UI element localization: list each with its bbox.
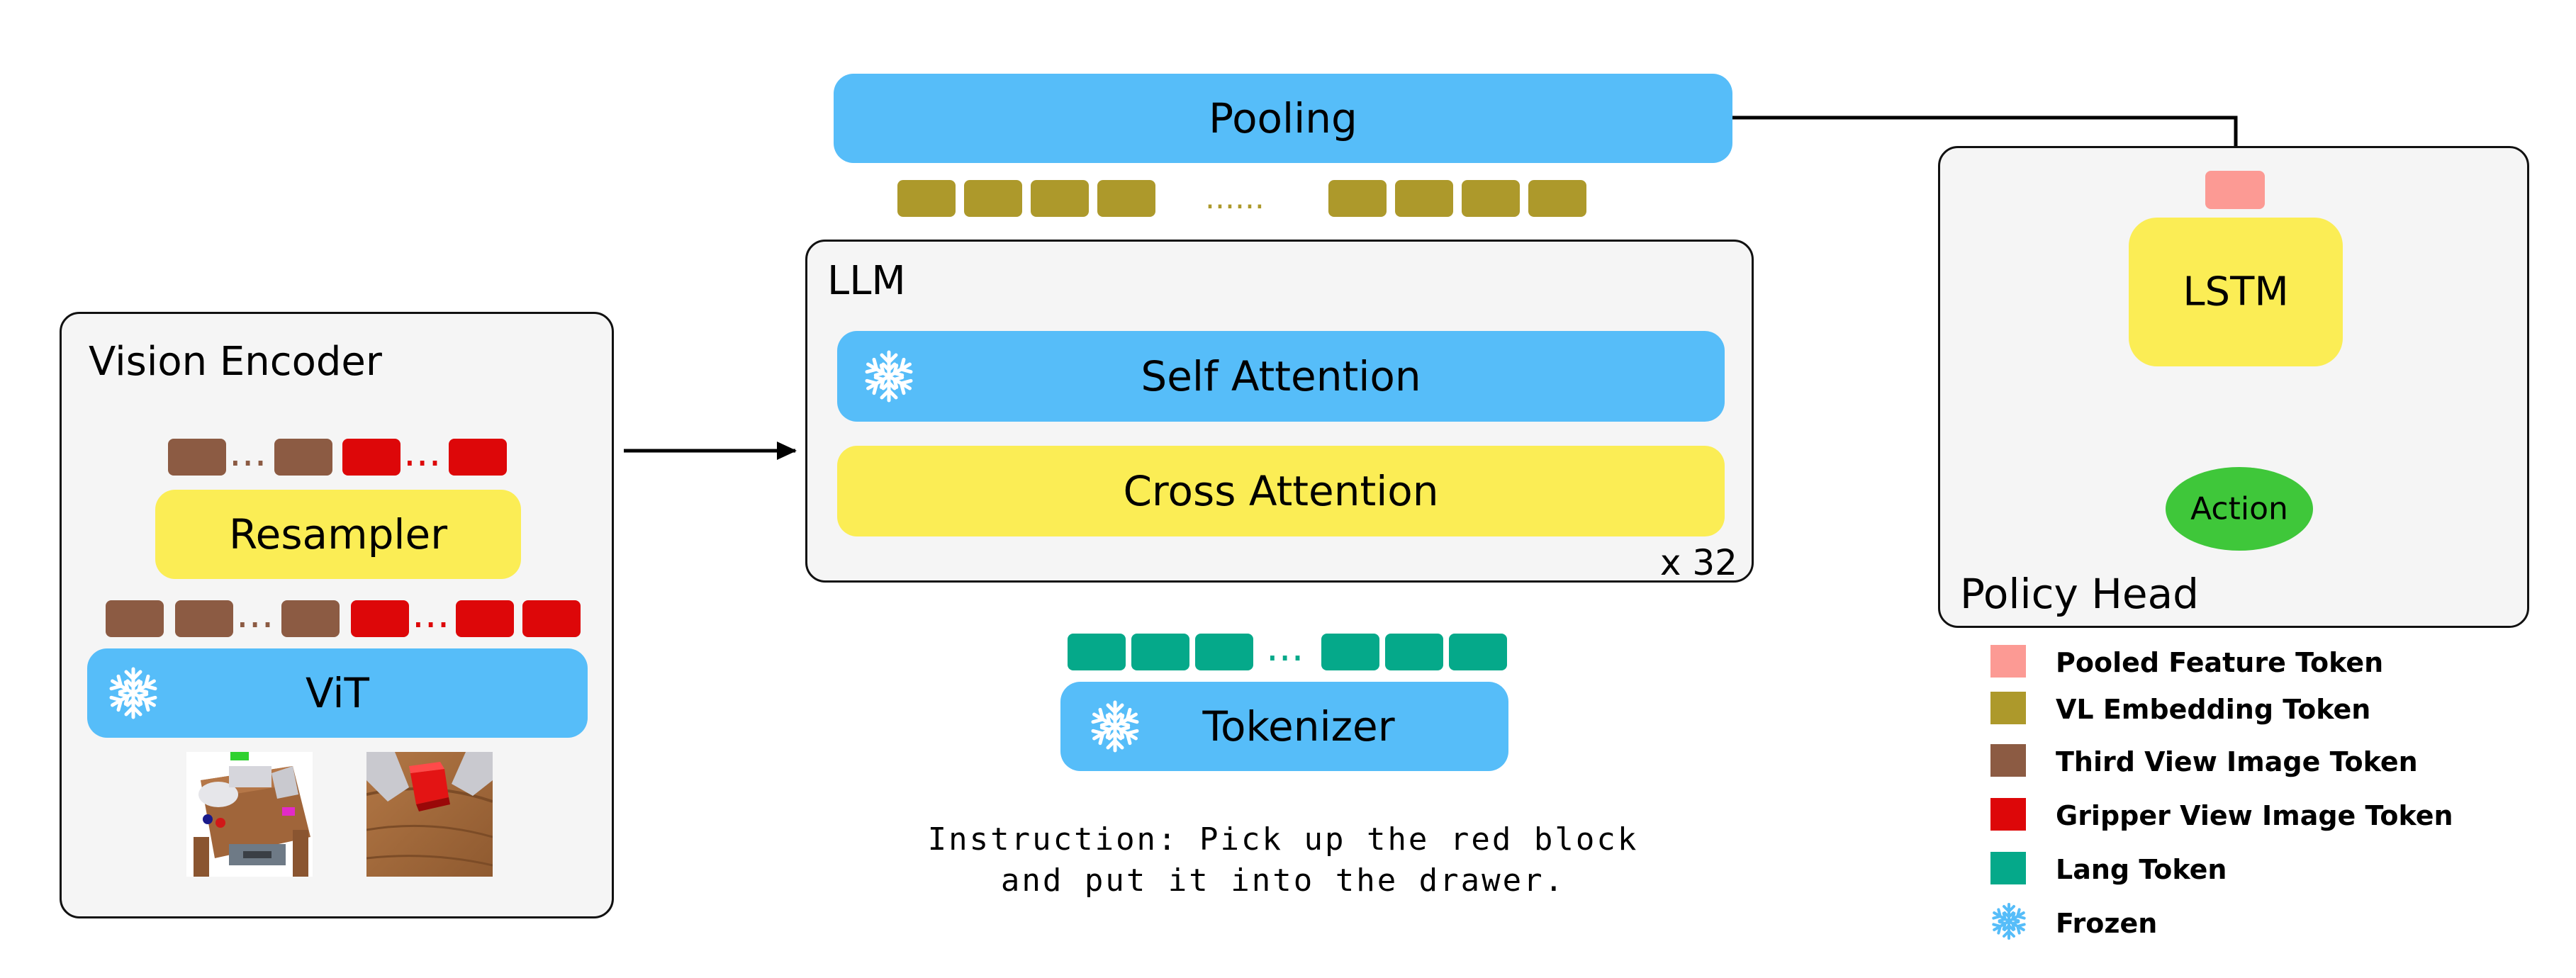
policy-head-panel: LSTM Action Policy Head: [1938, 146, 2529, 628]
vl-token-ellipsis: ......: [1205, 180, 1265, 216]
third-view-image: [186, 752, 313, 877]
legend-label: Third View Image Token: [2056, 746, 2418, 777]
token-ellipsis: ...: [412, 591, 450, 637]
gripper-view-token: [449, 439, 507, 476]
legend-swatch-pooled-feature: [1990, 645, 2026, 678]
legend-swatch-vl-embedding: [1990, 692, 2026, 724]
token-ellipsis: ...: [229, 429, 267, 476]
lang-token: [1131, 634, 1189, 670]
legend-label: Pooled Feature Token: [2056, 647, 2384, 678]
token-ellipsis: ...: [403, 429, 442, 476]
legend-label: Gripper View Image Token: [2056, 800, 2453, 831]
instruction-line-1: Instruction: Pick up the red block: [927, 821, 1639, 858]
layer-repeat-count: x 32: [1659, 542, 1737, 583]
legend-swatch-lang: [1990, 852, 2026, 884]
pooled-feature-token: [2205, 171, 2265, 209]
third-view-token: [168, 439, 226, 476]
action-label: Action: [2190, 490, 2288, 527]
instruction-text: Instruction: Pick up the red block and p…: [886, 819, 1680, 901]
llm-title: LLM: [827, 258, 906, 304]
gripper-view-token: [456, 600, 514, 637]
lstm-label: LSTM: [2183, 269, 2289, 315]
resampler-label: Resampler: [228, 510, 448, 558]
pooling-block: Pooling: [834, 74, 1732, 163]
instruction-line-2: and put it into the drawer.: [1000, 862, 1566, 899]
vl-token: [1031, 180, 1089, 217]
vit-block: ViT: [87, 648, 588, 738]
legend-swatch-third-view: [1990, 744, 2026, 777]
lstm-block: LSTM: [2129, 218, 2343, 366]
lang-token: [1449, 634, 1507, 670]
lang-token: [1321, 634, 1379, 670]
vl-token: [897, 180, 956, 217]
vit-label: ViT: [306, 669, 369, 717]
vision-encoder-panel: Vision Encoder ... ... Resampler ... ...…: [60, 312, 614, 918]
third-view-token: [281, 600, 340, 637]
vl-token: [1328, 180, 1387, 217]
gripper-view-token: [351, 600, 409, 637]
vl-token: [1097, 180, 1155, 217]
gripper-view-token: [342, 439, 401, 476]
lang-token-ellipsis: ...: [1266, 624, 1304, 670]
third-view-token: [175, 600, 233, 637]
vl-token: [1395, 180, 1453, 217]
legend-swatch-gripper-view: [1990, 798, 2026, 831]
token-ellipsis: ...: [236, 591, 274, 637]
legend-label: Frozen: [2056, 908, 2158, 939]
pooling-label: Pooling: [1209, 94, 1357, 142]
lang-token: [1385, 634, 1443, 670]
tokenizer-label: Tokenizer: [1202, 702, 1395, 751]
tokenizer-block: Tokenizer: [1060, 682, 1508, 771]
resampler-block: Resampler: [155, 490, 521, 579]
vl-token: [1528, 180, 1586, 217]
policy-head-title: Policy Head: [1960, 570, 2199, 618]
action-node: Action: [2166, 467, 2313, 551]
self-attention-block: Self Attention: [837, 331, 1725, 422]
self-attention-label: Self Attention: [1141, 352, 1421, 400]
lang-token: [1068, 634, 1126, 670]
legend-label: Lang Token: [2056, 854, 2227, 885]
vl-token: [964, 180, 1022, 217]
cross-attention-block: Cross Attention: [837, 446, 1725, 536]
gripper-view-image: [366, 752, 493, 877]
gripper-view-token: [522, 600, 581, 637]
vision-encoder-title: Vision Encoder: [89, 339, 382, 385]
vl-token: [1462, 180, 1520, 217]
snowflake-icon: [1988, 900, 2030, 943]
lang-token: [1195, 634, 1253, 670]
cross-attention-label: Cross Attention: [1123, 467, 1439, 515]
llm-panel: LLM Self Attention Cross Attention x 32: [805, 240, 1754, 583]
third-view-token: [274, 439, 332, 476]
legend-label: VL Embedding Token: [2056, 694, 2371, 725]
third-view-token: [106, 600, 164, 637]
